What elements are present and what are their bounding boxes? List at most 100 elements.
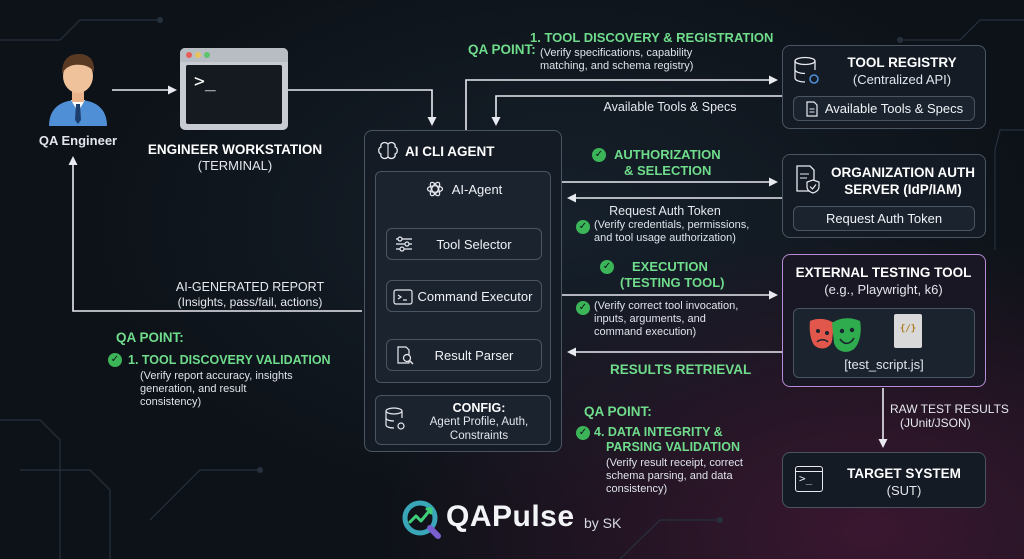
workstation-title: ENGINEER WORKSTATION <box>147 142 323 157</box>
config-line-1: Agent Profile, Auth, <box>429 416 529 428</box>
check-icon: ✓ <box>576 220 590 234</box>
result-parser-label: Result Parser <box>434 347 514 363</box>
testing-tool-title: EXTERNAL TESTING TOOL <box>795 265 972 280</box>
raw-results-line-1: RAW TEST RESULTS <box>890 402 1009 416</box>
config-panel: CONFIG: Agent Profile, Auth, Constraints <box>375 395 551 445</box>
qapulse-logo: QAPulse by SK <box>400 496 640 542</box>
code-glyph: {/} <box>899 324 917 334</box>
qa-point-prefix: QA POINT: <box>468 42 536 57</box>
request-token-panel: Request Auth Token <box>793 206 975 231</box>
auth-title-line-1: ORGANIZATION AUTH <box>831 165 975 180</box>
auth-server: ORGANIZATION AUTH SERVER (IdP/IAM) Reque… <box>782 154 986 238</box>
validation-prefix: QA POINT: <box>116 330 184 345</box>
result-parser-step: Result Parser <box>386 339 542 371</box>
validation-desc-line-1: (Verify report accuracy, insights <box>140 370 293 382</box>
integrity-desc-line-2: schema parsing, and data <box>606 470 733 482</box>
execution-flow: ✓ EXECUTION (TESTING TOOL) <box>600 258 750 292</box>
command-executor-label: Command Executor <box>417 288 533 304</box>
qa-engineer-label: QA Engineer <box>38 133 118 148</box>
execution-check: ✓ (Verify correct tool invocation, input… <box>576 300 776 342</box>
integrity-prefix: QA POINT: <box>584 404 652 419</box>
test-script-filename: [test_script.js] <box>844 357 924 372</box>
available-tools-label: Available Tools & Specs <box>824 101 964 116</box>
external-testing-tool: EXTERNAL TESTING TOOL (e.g., Playwright,… <box>782 254 986 387</box>
request-token-check: ✓ (Verify credentials, permissions, and … <box>576 218 776 246</box>
tool-registry: TOOL REGISTRY (Centralized API) Availabl… <box>782 45 986 129</box>
execution-desc-line-3: command execution) <box>594 326 697 338</box>
integrity-desc-line-3: consistency) <box>606 483 668 495</box>
request-token-flow-label: Request Auth Token <box>609 204 721 218</box>
authorization-title-line-2: & SELECTION <box>624 163 712 178</box>
auth-title-line-2: SERVER (IdP/IAM) <box>844 182 962 197</box>
qa-point-validation: QA POINT: ✓ 1. TOOL DISCOVERY VALIDATION… <box>108 330 348 420</box>
raw-results-label: RAW TEST RESULTS (JUnit/JSON) <box>890 402 1020 430</box>
target-title: TARGET SYSTEM <box>847 466 961 481</box>
available-tools-panel: Available Tools & Specs <box>793 96 975 121</box>
registry-title: TOOL REGISTRY <box>847 55 957 70</box>
qa-point-integrity: QA POINT: ✓ 4. DATA INTEGRITY & PARSING … <box>576 404 776 500</box>
check-icon: ✓ <box>576 426 590 440</box>
execution-title-line-1: EXECUTION <box>632 259 708 274</box>
results-retrieval-label: RESULTS RETRIEVAL <box>610 362 752 377</box>
check-icon: ✓ <box>576 301 590 315</box>
authorization-flow: ✓ AUTHORIZATION & SELECTION <box>592 146 742 180</box>
workstation-subtitle: (TERMINAL) <box>197 158 273 173</box>
ai-cli-agent: AI CLI AGENT AI-Agent Tool Selector <box>364 130 562 452</box>
tool-selector-step: Tool Selector <box>386 228 542 260</box>
document-search-icon <box>397 346 414 365</box>
available-tools-flow-label: Available Tools & Specs <box>603 100 737 114</box>
ai-agent-label: AI-Agent <box>451 181 503 197</box>
tool-selector-label: Tool Selector <box>436 236 512 252</box>
terminal-icon: >_ <box>795 466 823 492</box>
database-gear-icon <box>385 407 405 430</box>
check-icon: ✓ <box>592 148 606 162</box>
brain-icon <box>378 141 398 160</box>
brand-by: by SK <box>584 515 622 531</box>
qa-point-discovery: QA POINT: 1. TOOL DISCOVERY & REGISTRATI… <box>468 30 778 76</box>
raw-results-line-2: (JUnit/JSON) <box>900 416 971 430</box>
integrity-title-line-2: PARSING VALIDATION <box>606 440 741 454</box>
config-title: CONFIG: <box>452 401 506 415</box>
registry-subtitle: (Centralized API) <box>852 72 952 87</box>
validation-title: 1. TOOL DISCOVERY VALIDATION <box>128 353 331 367</box>
discovery-desc-line-1: (Verify specifications, capability <box>540 47 693 59</box>
integrity-desc-line-1: (Verify result receipt, correct <box>606 457 743 469</box>
report-title: AI-GENERATED REPORT <box>175 280 325 294</box>
target-subtitle: (SUT) <box>886 483 922 498</box>
database-gear-icon <box>794 56 819 84</box>
testing-tool-subtitle: (e.g., Playwright, k6) <box>824 282 943 297</box>
execution-desc-line-2: inputs, arguments, and <box>594 313 706 325</box>
terminal-prompt: >_ <box>194 71 216 92</box>
check-icon: ✓ <box>108 353 122 367</box>
window-max-dot <box>204 52 210 58</box>
pulse-logo-icon <box>402 500 441 539</box>
discovery-desc-line-2: matching, and schema registry) <box>540 60 694 72</box>
terminal-icon <box>393 289 413 305</box>
execution-title-line-2: (TESTING TOOL) <box>620 275 725 290</box>
test-script-panel: {/} [test_script.js] <box>793 308 975 378</box>
agent-core-panel: AI-Agent Tool Selector Command Executor <box>375 171 551 383</box>
terminal-screen: >_ <box>186 65 282 124</box>
person-icon <box>49 54 107 126</box>
command-executor-step: Command Executor <box>386 280 542 312</box>
execution-desc-line-1: (Verify correct tool invocation, <box>594 300 739 312</box>
agent-title: AI CLI AGENT <box>405 144 495 159</box>
check-icon: ✓ <box>600 260 614 274</box>
validation-desc-line-2: generation, and result <box>140 383 247 395</box>
integrity-title-line-1: 4. DATA INTEGRITY & <box>594 425 723 439</box>
openai-icon <box>426 181 443 197</box>
validation-desc-line-3: consistency) <box>140 396 202 408</box>
playwright-masks-icon <box>809 318 861 352</box>
authorization-title-line-1: AUTHORIZATION <box>614 147 721 162</box>
report-desc: (Insights, pass/fail, actions) <box>177 295 323 309</box>
discovery-title: 1. TOOL DISCOVERY & REGISTRATION <box>530 30 774 45</box>
target-prompt: >_ <box>799 472 813 485</box>
brand-name: QAPulse <box>446 500 575 533</box>
sliders-icon <box>396 236 412 252</box>
document-icon <box>806 100 818 117</box>
ai-agent-core: AI-Agent <box>376 178 552 200</box>
window-min-dot <box>195 52 201 58</box>
qa-engineer: QA Engineer <box>28 48 128 158</box>
config-line-2: Constraints <box>449 430 509 442</box>
target-system: >_ TARGET SYSTEM (SUT) <box>782 452 986 508</box>
